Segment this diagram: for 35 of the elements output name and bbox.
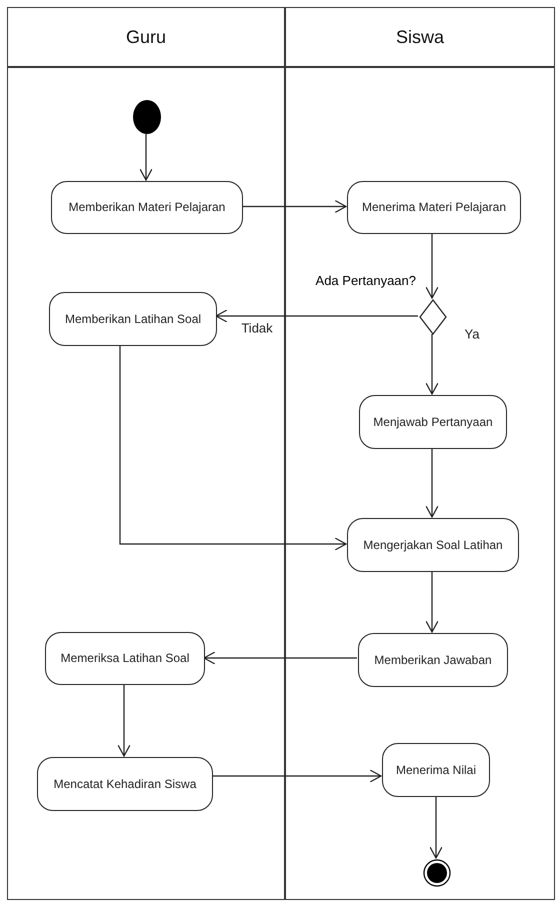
activity-box [45,632,205,685]
arrow [215,309,418,323]
activity-box [347,181,521,234]
arrow [425,448,439,518]
activity-label: Memberikan Jawaban [374,652,492,668]
swimlane [285,7,555,900]
activity-label: Memberikan Materi Pelajaran [68,200,226,215]
arrow [425,334,439,395]
activity-box [51,181,243,234]
activity-label: Menerima Nilai [396,762,476,778]
arrow [425,233,439,299]
activity-box [359,395,507,449]
arrow [212,769,382,783]
activity-label: Memberikan Latihan Soal [64,312,202,326]
activity-box [37,757,213,811]
activity-label: Menerima Materi Pelajaran [362,200,506,215]
arrow [429,796,443,859]
activity-label: Memeriksa Latihan Soal [60,651,190,666]
swimlane [7,7,285,900]
arrow [242,200,347,214]
activity-box [382,743,490,797]
arrow [119,345,347,551]
activity-box [49,292,217,346]
activity-box [358,633,508,687]
activity-label: Menjawab Pertanyaan [373,414,493,430]
arrow [203,651,357,665]
lane-title: Guru [126,26,166,48]
arrow [425,571,439,633]
activity-label: Mengerjakan Soal Latihan [363,538,503,552]
lane-title: Siswa [396,26,444,48]
arrow [117,684,131,757]
activity-box [347,518,519,572]
arrow [139,134,153,181]
activity-label: Mencatat Kehadiran Siswa [54,776,196,792]
guard-label: Ada Pertanyaan? [316,272,416,290]
